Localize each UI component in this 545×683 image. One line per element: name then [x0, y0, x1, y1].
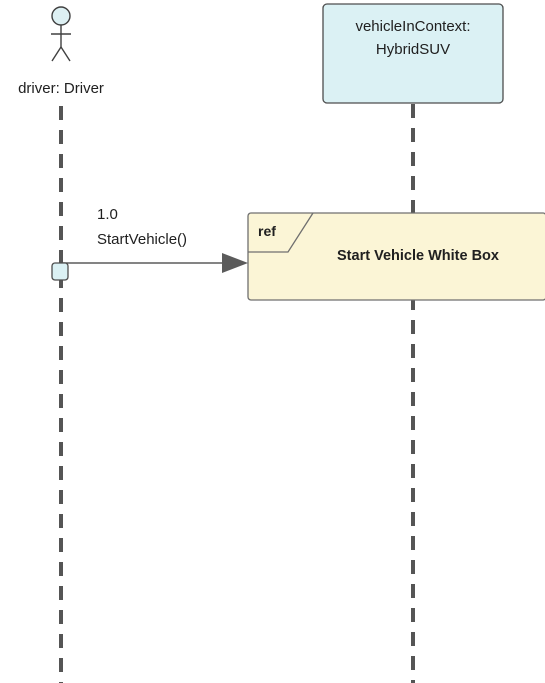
ref-fragment[interactable]: ref Start Vehicle White Box — [247, 212, 545, 301]
actor-label: driver: Driver — [18, 80, 104, 97]
actor-head-icon — [51, 6, 71, 26]
message-number: 1.0 — [97, 206, 118, 223]
message-label: StartVehicle() — [97, 231, 187, 248]
ref-keyword: ref — [258, 223, 276, 239]
ref-frame — [247, 212, 545, 301]
actor-right-leg — [60, 46, 71, 62]
activation-marker[interactable] — [51, 262, 69, 281]
lifeline-label-line2: HybridSUV — [376, 41, 450, 58]
arrowhead-icon — [222, 253, 248, 273]
actor-left-leg — [51, 46, 62, 62]
lifeline-box — [322, 3, 504, 104]
ref-title: Start Vehicle White Box — [337, 248, 499, 264]
vehicle-lifeline-head[interactable]: vehicleInContext: HybridSUV — [322, 3, 504, 104]
lifeline-label-line1: vehicleInContext: — [355, 18, 470, 35]
driver-actor[interactable]: driver: Driver — [18, 6, 104, 97]
start-vehicle-message[interactable]: 1.0 StartVehicle() — [61, 206, 248, 273]
ref-tab — [248, 212, 314, 253]
